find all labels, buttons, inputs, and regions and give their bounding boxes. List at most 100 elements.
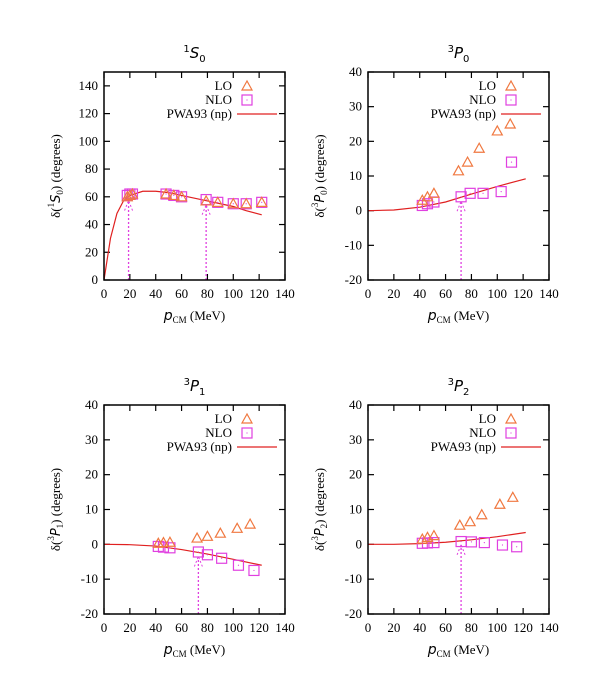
legend-pwa-label: PWA93 (np) bbox=[431, 439, 496, 454]
marker-dot bbox=[197, 551, 199, 553]
legend-nlo-marker bbox=[505, 427, 517, 439]
legend-lo-marker bbox=[504, 79, 518, 91]
x-tick-label: 40 bbox=[149, 620, 162, 635]
lo-marker bbox=[126, 187, 139, 199]
x-tick-label: 20 bbox=[123, 286, 136, 301]
x-tick-label: 20 bbox=[387, 620, 400, 635]
y-tick-label: 120 bbox=[79, 106, 99, 121]
x-tick-label: 80 bbox=[465, 286, 478, 301]
legend-nlo-label: NLO bbox=[205, 425, 232, 440]
lo-marker bbox=[201, 530, 214, 541]
lo-marker bbox=[191, 531, 204, 543]
y-tick-label: 30 bbox=[349, 432, 362, 447]
y-tick-label: 40 bbox=[85, 217, 98, 232]
x-tick-label: 100 bbox=[224, 620, 244, 635]
nlo-marker bbox=[201, 549, 214, 561]
x-tick-label: 120 bbox=[249, 286, 269, 301]
legend-nlo-label: NLO bbox=[469, 425, 496, 440]
x-tick-label: 60 bbox=[439, 286, 452, 301]
lo-marker bbox=[506, 491, 519, 502]
lo-marker bbox=[163, 536, 176, 547]
marker-dot bbox=[470, 541, 473, 543]
lo-marker bbox=[427, 187, 440, 198]
lo-marker bbox=[453, 518, 466, 530]
y-tick-label: 0 bbox=[356, 203, 363, 218]
plot-area bbox=[104, 187, 268, 280]
legend-nlo-marker bbox=[241, 427, 253, 439]
nlo-marker bbox=[511, 541, 523, 553]
lo-marker bbox=[214, 526, 227, 538]
marker-dot bbox=[217, 201, 219, 203]
marker-dot bbox=[245, 203, 247, 205]
marker-dot bbox=[460, 196, 462, 198]
pwa93-curve bbox=[368, 178, 526, 212]
lo-marker bbox=[493, 498, 506, 509]
x-tick-label: 140 bbox=[539, 620, 559, 635]
y-tick-label: 10 bbox=[349, 502, 362, 517]
marker-dot bbox=[253, 569, 255, 572]
nlo-marker bbox=[496, 539, 509, 551]
y-axis-label: δ(3P0) (degrees) bbox=[310, 134, 329, 217]
lo-marker bbox=[160, 187, 173, 199]
marker-dot bbox=[469, 192, 471, 194]
y-axis-label: δ(3P2) (degrees) bbox=[310, 468, 329, 551]
lo-marker bbox=[452, 164, 465, 176]
x-axis-label: pCM (MeV) bbox=[163, 308, 226, 325]
y-tick-label: 0 bbox=[356, 536, 363, 551]
plot-area bbox=[368, 117, 526, 280]
legend-nlo-marker bbox=[505, 94, 517, 106]
x-tick-label: 100 bbox=[488, 286, 508, 301]
x-tick-label: 20 bbox=[123, 620, 136, 635]
lo-marker bbox=[200, 194, 213, 206]
x-tick-label: 140 bbox=[275, 286, 295, 301]
marker-dot bbox=[516, 546, 518, 548]
x-tick-label: 40 bbox=[413, 620, 426, 635]
x-tick-label: 120 bbox=[513, 286, 533, 301]
lo-marker bbox=[244, 517, 257, 529]
lo-marker bbox=[491, 124, 504, 136]
x-tick-label: 40 bbox=[149, 286, 162, 301]
legend-nlo-label: NLO bbox=[205, 92, 232, 107]
y-tick-label: 40 bbox=[349, 64, 362, 79]
plot-frame bbox=[103, 404, 286, 615]
nlo-marker bbox=[216, 552, 228, 564]
y-tick-label: 80 bbox=[85, 161, 98, 176]
legend-lo-marker bbox=[240, 412, 254, 424]
lo-marker bbox=[464, 515, 477, 527]
y-tick-label: 10 bbox=[349, 168, 362, 183]
marker-dot bbox=[246, 432, 248, 434]
lo-marker bbox=[167, 189, 180, 201]
y-tick-label: 20 bbox=[349, 467, 362, 482]
marker-dot bbox=[482, 192, 484, 194]
x-tick-label: 140 bbox=[275, 620, 295, 635]
marker-dot bbox=[510, 432, 512, 434]
nlo-marker bbox=[455, 191, 467, 203]
x-tick-label: 0 bbox=[365, 620, 372, 635]
lo-marker bbox=[240, 197, 253, 209]
panel-title: 1S0 bbox=[183, 44, 205, 65]
x-axis-label: pCM (MeV) bbox=[427, 642, 490, 659]
y-tick-label: 40 bbox=[85, 397, 98, 412]
legend-pwa-label: PWA93 (np) bbox=[431, 106, 496, 121]
y-tick-label: 30 bbox=[349, 99, 362, 114]
lo-marker bbox=[227, 197, 240, 209]
y-tick-label: 0 bbox=[92, 536, 99, 551]
plot-frame bbox=[103, 71, 286, 281]
x-tick-label: 120 bbox=[249, 620, 269, 635]
pwa93-curve bbox=[368, 531, 526, 545]
marker-dot bbox=[205, 198, 207, 201]
y-axis-label: δ(3P1) (degrees) bbox=[46, 468, 65, 551]
y-tick-label: 60 bbox=[85, 189, 98, 204]
panel-title: 3P2 bbox=[448, 377, 470, 398]
x-tick-label: 120 bbox=[513, 620, 533, 635]
panel-title: 3P0 bbox=[448, 44, 470, 65]
marker-dot bbox=[169, 547, 171, 549]
pwa93-curve bbox=[104, 543, 262, 566]
lo-marker bbox=[473, 142, 486, 153]
